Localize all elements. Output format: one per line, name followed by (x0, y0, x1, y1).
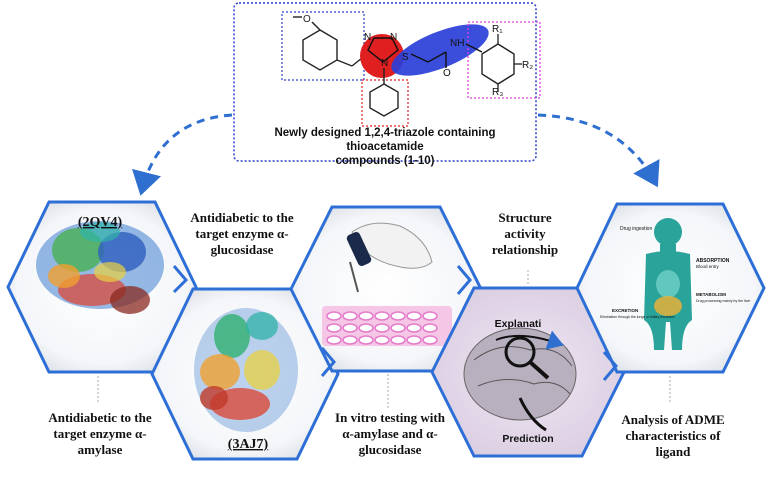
sar-explanation-text: Explanati (495, 318, 542, 330)
triazole-n-bottom: N (381, 58, 388, 69)
sar-line1: Structure (498, 210, 552, 225)
magnifier-icon (504, 336, 536, 368)
pdb-3aj7-label: (3AJ7) (228, 437, 269, 452)
microplate-image (322, 306, 452, 346)
phenyl-ring (369, 83, 399, 117)
adme-label: Analysis of ADME characteristics of liga… (608, 412, 738, 460)
pipette-hand-image (346, 222, 433, 293)
sar-line3: relationship (491, 242, 559, 257)
invitro-line3: glucosidase (358, 442, 422, 457)
hex-2qv4: (2QV4) (6, 200, 198, 374)
invitro-label: In vitro testing with α-amylase and α- g… (320, 410, 460, 458)
adme-line1: Analysis of ADME (621, 412, 725, 427)
glucosidase-line2: target enzyme α- (195, 226, 289, 241)
methoxy-oxygen: O (303, 14, 311, 25)
compound-caption: Newly designed 1,2,4-triazole containing… (240, 126, 530, 168)
adme-line3: ligand (655, 444, 691, 459)
hex-3aj7: (3AJ7) (150, 287, 340, 461)
sar-line2: activity (504, 226, 546, 241)
right-curved-arrow (537, 113, 660, 188)
invitro-line2: α-amylase and α- (342, 426, 438, 441)
methoxyphenyl-ring (302, 29, 338, 71)
thioacetamide-highlight (391, 24, 489, 76)
adme-blood-entry: Blood entry (696, 264, 720, 269)
hex-in-vitro (289, 205, 483, 373)
carbonyl-oxygen: O (443, 68, 451, 79)
glucosidase-target-label: Antidiabetic to the target enzyme α- glu… (172, 210, 312, 258)
phenyl-box (361, 79, 409, 127)
protein-3aj7-image (194, 308, 298, 432)
compound-caption-line1: Newly designed 1,2,4-triazole containing… (274, 127, 496, 153)
amylase-line2: target enzyme α- (53, 426, 147, 441)
adme-metabolism-note: Drug processing mainly by the liver (696, 299, 751, 303)
compound-box: O N N N S O NH R₁ R₂ R₃ (233, 2, 541, 162)
adme-absorption: ABSORPTION (696, 258, 730, 264)
r1-substituent: R₁ (492, 24, 503, 35)
sar-label: Structure activity relationship (470, 210, 580, 258)
aryl-box (467, 21, 541, 99)
chevron-arrow-3 (456, 265, 472, 295)
r3-substituent: R₃ (492, 87, 503, 98)
pdb-2qv4-label: (2QV4) (78, 215, 123, 230)
adme-drug-ingestion: Drug ingestion (620, 226, 652, 232)
adme-excretion: EXCRETION (612, 308, 638, 313)
triazole-ring (367, 37, 399, 63)
hex-sar: Explanati Prediction (430, 286, 626, 458)
adme-line2: characteristics of (625, 428, 721, 443)
amylase-line1: Antidiabetic to the (48, 410, 152, 425)
protein-2qv4-image (36, 221, 164, 314)
amide-nh: NH (450, 38, 464, 49)
glucosidase-line1: Antidiabetic to the (190, 210, 294, 225)
triazole-n-right: N (390, 32, 397, 43)
brain-image (463, 327, 577, 432)
chevron-arrow-1 (172, 265, 189, 294)
chevron-arrow-4 (602, 351, 618, 381)
amylase-line3: amylase (77, 442, 123, 457)
human-body-image (644, 218, 692, 350)
compound-caption-line2: compounds (1-10) (335, 155, 435, 167)
amylase-target-label: Antidiabetic to the target enzyme α- amy… (30, 410, 170, 458)
chevron-arrow-2 (320, 347, 336, 377)
invitro-line1: In vitro testing with (335, 410, 445, 425)
hex-adme: Drug ingestion ABSORPTION Blood entry ME… (575, 202, 766, 374)
glucosidase-line3: glucosidase (210, 242, 274, 257)
sulfur-atom: S (402, 52, 409, 63)
left-curved-arrow (131, 113, 233, 196)
triazole-n-left: N (364, 32, 371, 43)
r2-substituent: R₂ (522, 60, 533, 71)
sar-prediction-text: Prediction (502, 433, 553, 445)
adme-excretion-note: Elimination through the lungs or biliary… (600, 315, 675, 319)
adme-metabolism: METABOLISM (696, 292, 726, 297)
